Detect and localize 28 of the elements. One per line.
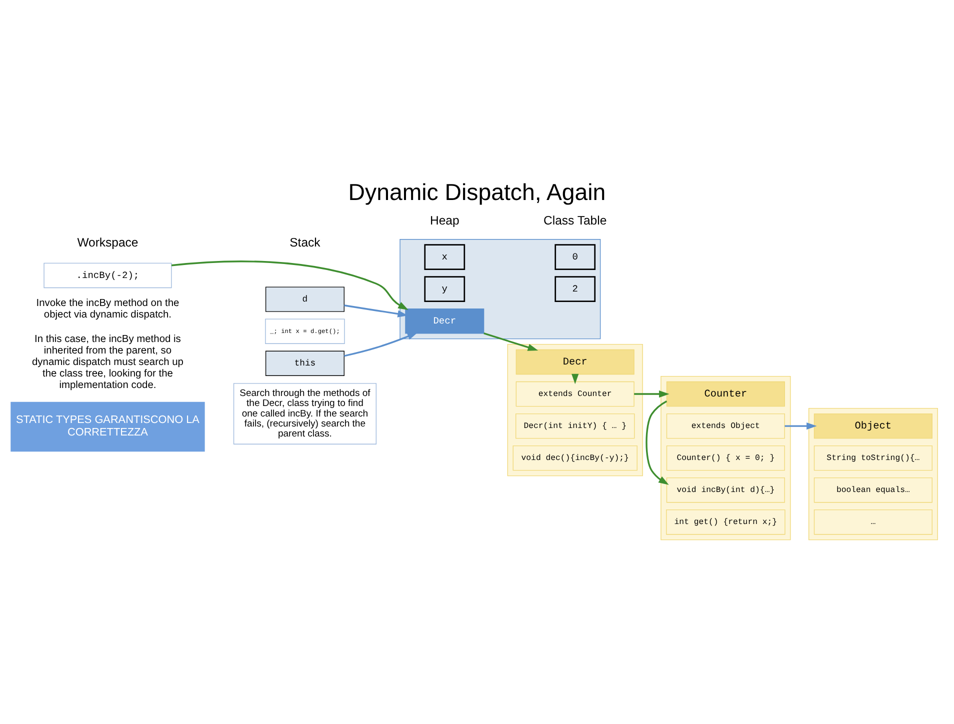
arrow (484, 332, 538, 351)
node-box: Decr (405, 308, 484, 334)
node-box: Object (814, 413, 932, 439)
label: Stack (290, 235, 320, 250)
arrow (784, 422, 817, 430)
cluster (660, 376, 791, 540)
node-box: 0 (554, 244, 596, 270)
diagram-title: Dynamic Dispatch, Again (348, 178, 606, 205)
node-box: .incBy(-2); (44, 262, 172, 288)
node-box: x (424, 244, 466, 270)
arrow (634, 390, 670, 398)
node-box: this (265, 350, 344, 376)
node-box: y (424, 276, 466, 302)
label: In this case, the incBy method is inherited from the parent, so dynamic dispatch must search up the class tree, looking for the implementation code. (32, 334, 184, 392)
node-box: Counter (666, 381, 785, 407)
node-box: STATIC TYPES GARANTISCONO LA CORRETTEZZA (10, 402, 205, 452)
arrow (646, 400, 669, 485)
label: Class Table (544, 214, 607, 228)
cluster (808, 408, 938, 540)
arrow (344, 304, 408, 318)
arrow (344, 332, 418, 357)
node-box: 2 (554, 276, 596, 302)
label: Workspace (77, 235, 138, 250)
label: Invoke the incBy method on the object via dynamic dispatch. (36, 298, 180, 321)
node-box: Search through the methods of the Decr, class trying to find one called incBy. If the search fails, (recursively) search the parent class. (233, 383, 376, 444)
arrow (171, 260, 408, 310)
label: Heap (430, 214, 460, 228)
node-box: d (265, 286, 344, 312)
